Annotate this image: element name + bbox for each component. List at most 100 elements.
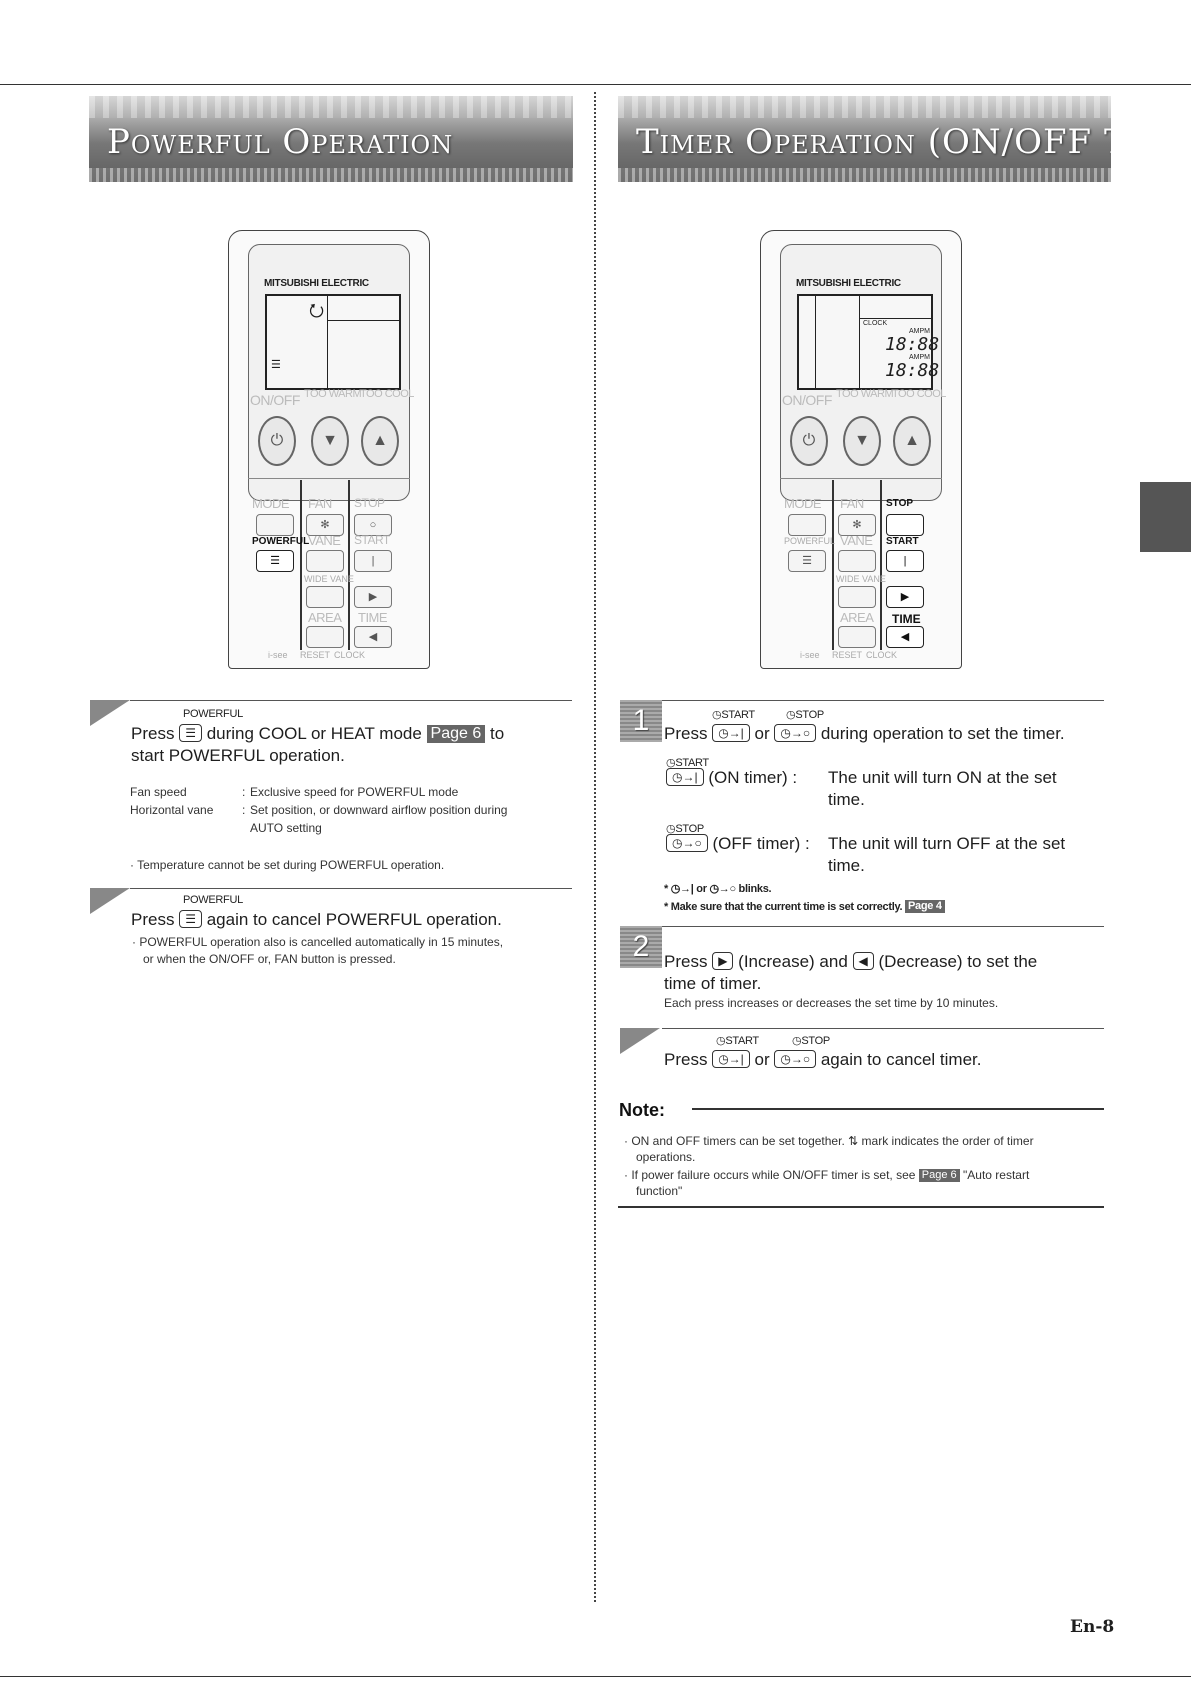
timer-step2-line: Press ▶ (Increase) and ◀ (Decrease) to s… [664, 952, 1038, 971]
start-button-icon: | [886, 550, 924, 572]
clock-set-note: * Make sure that the current time is set… [664, 900, 945, 913]
temperature-note: · Temperature cannot be set during POWER… [130, 858, 445, 872]
horizontal-vane-key: Horizontal vane [130, 803, 214, 817]
vane-button-icon [838, 550, 876, 572]
onoff-label: ON/OFF [782, 392, 832, 408]
step1-marker [90, 700, 130, 726]
note-bullet-1-cont: operations. [636, 1150, 696, 1164]
remote-illustration-timer: MITSUBISHI ELECTRIC CLOCK AMPM 18:88 AMP… [760, 230, 962, 669]
increase-button-icon: ▶ [712, 952, 734, 970]
fan-label: FAN [840, 496, 864, 511]
step-1-badge: 1 [620, 700, 662, 742]
down-button-icon: ▼ [311, 416, 349, 466]
on-timer-desc-cont: time. [828, 790, 865, 809]
start-caption-2: ◷START [716, 1035, 759, 1047]
mode-button-icon [788, 514, 826, 536]
remote-brand: MITSUBISHI ELECTRIC [796, 278, 901, 289]
remote-brand: MITSUBISHI ELECTRIC [264, 278, 369, 289]
start-button-icon: ◷→| [712, 1050, 750, 1068]
powerful-symbol-icon: ⭮ [309, 300, 325, 320]
time-increase-button-icon: ▶ [354, 586, 392, 608]
powerful-button-icon: ☰ [788, 550, 826, 572]
chapter-tab [1140, 482, 1191, 552]
clock-label: CLOCK [334, 650, 366, 660]
top-rule [0, 84, 1191, 85]
powerful-button-caption: POWERFUL [183, 708, 243, 720]
stop-caption: ◷STOP [786, 709, 824, 721]
fan-label: FAN [308, 496, 332, 511]
mode-label: MODE [784, 496, 822, 511]
powerful-label: POWERFUL [784, 536, 836, 546]
horizontal-vane-value-cont: AUTO setting [250, 821, 322, 835]
area-button-icon [306, 626, 344, 648]
remote-lcd: CLOCK AMPM 18:88 AMPM 18:88 [797, 294, 939, 390]
powerful-button-caption-2: POWERFUL [183, 894, 243, 906]
fan-button-icon: ✻ [838, 514, 876, 536]
stop-button-icon [886, 514, 924, 536]
remote-illustration-powerful: MITSUBISHI ELECTRIC ⭮ ☰ ON/OFF TOO WARM … [228, 230, 430, 669]
auto-cancel-note-cont: or when the ON/OFF or, FAN button is pre… [143, 952, 396, 966]
off-timer-caption: ◷STOP [666, 823, 704, 835]
page-ref-6b[interactable]: Page 6 [918, 1169, 960, 1182]
off-timer-label: ◷→○ (OFF timer) : [666, 834, 810, 854]
fan-button-icon: ✻ [306, 514, 344, 536]
start-button-icon: ◷→| [712, 724, 750, 742]
bottom-rule [0, 1676, 1191, 1677]
timer-operation-title: Timer Operation (ON/OFF Timer) [636, 122, 1111, 162]
isee-label: i-see [268, 650, 288, 660]
too-warm-label: TOO WARM [836, 388, 894, 400]
timer-step2-line2: time of timer. [664, 974, 762, 993]
too-warm-label: TOO WARM [304, 388, 362, 400]
vane-button-icon [306, 550, 344, 572]
lcd-ampm-bottom: AMPM [909, 354, 930, 361]
column-divider [594, 92, 596, 1602]
up-button-icon: ▲ [361, 416, 399, 466]
time-label: TIME [892, 612, 921, 626]
step3-marker [620, 1028, 660, 1054]
stop-button-icon: ◷→○ [774, 1050, 817, 1068]
page-number: En-8 [1070, 1617, 1115, 1637]
mode-label: MODE [252, 496, 290, 511]
off-timer-desc-cont: time. [828, 856, 865, 875]
down-button-icon: ▼ [843, 416, 881, 466]
fan-speed-value: Exclusive speed for POWERFUL mode [250, 785, 459, 799]
stop-button-icon: ◷→○ [666, 834, 708, 852]
stop-label: STOP [886, 498, 914, 509]
powerful-step2-line: Press ☰ again to cancel POWERFUL operati… [131, 910, 502, 929]
wide-vane-button-icon [306, 586, 344, 608]
timer-step1-line: Press ◷→| or ◷→○ during operation to set… [664, 724, 1065, 743]
page-ref-6[interactable]: Page 6 [426, 725, 486, 743]
powerful-button-icon: ☰ [256, 550, 294, 572]
mode-button-icon [256, 514, 294, 536]
vane-label: VANE [308, 533, 341, 548]
lcd-ampm-top: AMPM [909, 328, 930, 335]
wide-vane-label: WIDE VANE [836, 574, 886, 584]
clock-label: CLOCK [866, 650, 898, 660]
start-caption: ◷START [712, 709, 755, 721]
stop-button-icon: ◷→○ [774, 724, 817, 742]
up-button-icon: ▲ [893, 416, 931, 466]
page-ref-4[interactable]: Page 4 [904, 900, 945, 913]
timer-step2-note: Each press increases or decreases the se… [664, 996, 999, 1010]
area-label: AREA [840, 610, 874, 625]
onoff-label: ON/OFF [250, 392, 300, 408]
wide-vane-button-icon [838, 586, 876, 608]
area-button-icon [838, 626, 876, 648]
time-decrease-button-icon: ◀ [886, 626, 924, 648]
powerful-indicator-icon: ☰ [271, 359, 281, 371]
too-cool-label: TOO COOL [360, 388, 414, 400]
note-bullet-2-cont: function" [636, 1184, 683, 1198]
powerful-operation-title: Powerful Operation [107, 122, 454, 162]
blink-note: * ◷→| or ◷→○ blinks. [664, 883, 772, 895]
horizontal-vane-value: Set position, or downward airflow positi… [250, 803, 508, 817]
fan-speed-key: Fan speed [130, 785, 187, 799]
remote-lcd: ⭮ ☰ [265, 294, 401, 390]
isee-label: i-see [800, 650, 820, 660]
powerful-step1-line2: start POWERFUL operation. [131, 746, 345, 765]
area-label: AREA [308, 610, 342, 625]
time-label: TIME [358, 610, 388, 625]
on-timer-desc: The unit will turn ON at the set [828, 768, 1057, 787]
powerful-label: POWERFUL [252, 536, 310, 547]
note-heading: Note: [619, 1100, 665, 1120]
lcd-time-bottom: 18:88 [885, 360, 940, 381]
